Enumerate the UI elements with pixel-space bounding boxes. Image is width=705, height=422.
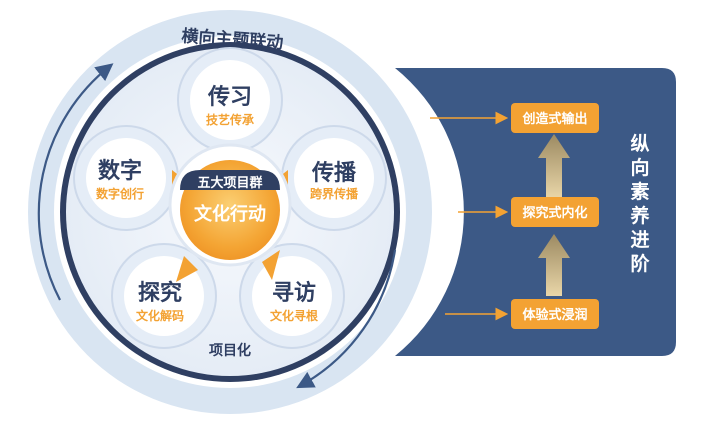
petal-left-lower: 探究 文化解码 <box>111 243 217 349</box>
step-label-mid: 探究式内化 <box>522 205 587 221</box>
petal-right-lower-sub: 文化寻根 <box>270 308 318 323</box>
vertical-panel-title: 纵向素养进阶 <box>629 133 650 275</box>
petal-right-upper-main: 传播 <box>311 161 357 186</box>
petal-left-upper-main: 数字 <box>98 158 142 184</box>
step-box-mid <box>511 197 599 227</box>
petal-top-main: 传习 <box>207 85 252 110</box>
petal-left-upper: 数字 数字创行 <box>73 125 190 231</box>
center-subtitle: 文化行动 <box>194 203 266 225</box>
petal-right-lower-main: 寻访 <box>272 280 316 306</box>
vertical-steps: 创造式输出 探究式内化 体验式浸润 <box>430 103 599 329</box>
petal-left-lower-main: 探究 <box>138 280 182 306</box>
petal-top-sub: 技艺传承 <box>206 112 254 127</box>
step-arrow-lower <box>538 234 570 296</box>
petal-right-upper-sub: 跨界传播 <box>310 186 359 201</box>
petal-right-lower: 寻访 文化寻根 <box>239 243 345 349</box>
step-label-bottom: 体验式浸润 <box>522 307 587 323</box>
step-arrow-upper <box>538 134 570 198</box>
inner-bottom-label: 项目化 <box>209 342 251 359</box>
step-box-bottom <box>511 299 599 329</box>
petal-left-upper-sub: 数字创行 <box>96 186 144 201</box>
ring-arrow-left <box>37 63 114 301</box>
center-node: 五大项目群 文化行动 <box>168 143 292 267</box>
petal-left-lower-sub: 文化解码 <box>136 308 184 323</box>
petals-group: 传习 技艺传承 传播 跨界传播 寻访 文化寻根 探究 文化解码 <box>73 47 387 349</box>
center-title-banner <box>180 170 280 190</box>
step-box-top <box>511 103 599 133</box>
petal-right-upper: 传播 跨界传播 <box>270 125 387 231</box>
petal-top: 传习 技艺传承 <box>177 47 283 166</box>
step-label-top: 创造式输出 <box>521 111 587 127</box>
ring-arrow-right <box>296 249 397 389</box>
center-title: 五大项目群 <box>197 175 262 191</box>
